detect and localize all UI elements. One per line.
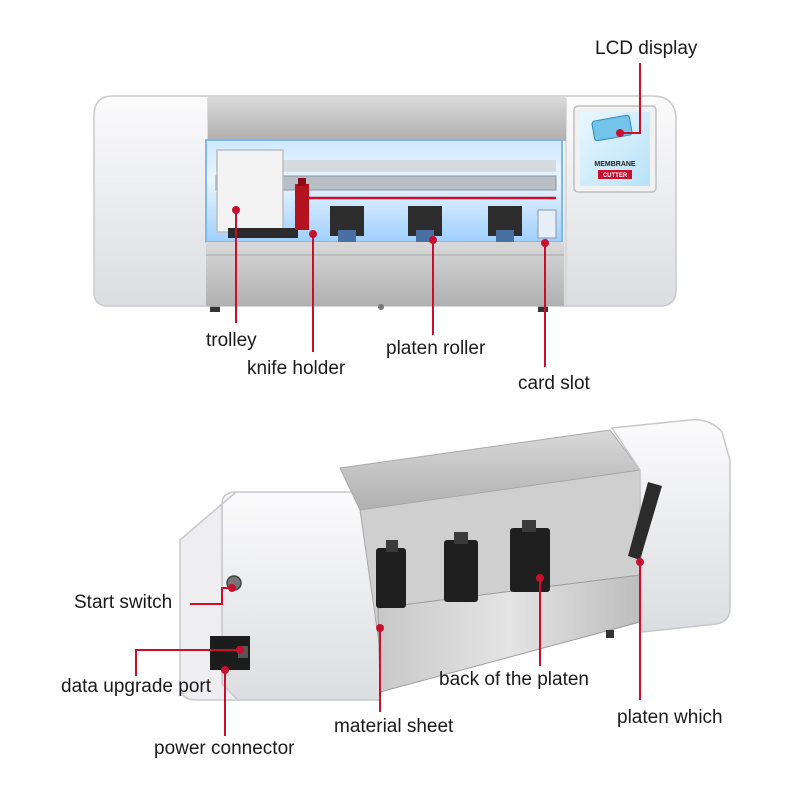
label-card-slot: card slot xyxy=(518,373,590,394)
callout-lcd xyxy=(620,63,641,134)
label-lcd-display: LCD display xyxy=(595,38,698,59)
trolley-block xyxy=(216,149,284,233)
top-cover xyxy=(208,97,566,141)
label-platen-which: platen which xyxy=(617,707,723,728)
foot xyxy=(606,630,614,638)
label-start-switch: Start switch xyxy=(74,592,173,613)
card-slot-opening xyxy=(537,209,557,239)
lcd-brand-line2: CUTTER xyxy=(603,173,628,179)
rear-pinch-roller xyxy=(444,532,478,602)
rear-callouts xyxy=(135,558,644,736)
callout-data-port xyxy=(135,649,240,676)
label-trolley: trolley xyxy=(206,330,257,351)
label-data-upgrade-port: data upgrade port xyxy=(61,676,212,697)
rear-pinch-roller xyxy=(510,520,550,592)
pinch-roller xyxy=(488,206,522,242)
front-callouts xyxy=(232,63,641,367)
label-material-sheet: material sheet xyxy=(334,716,454,737)
rear-view-machine xyxy=(179,419,731,701)
front-view-machine: MEMBRANE CUTTER xyxy=(93,95,677,312)
left-end-face xyxy=(179,491,240,701)
rear-pinch-roller xyxy=(376,540,406,608)
callout-start-switch xyxy=(190,587,232,605)
right-end-cap xyxy=(610,419,731,633)
label-knife-holder: knife holder xyxy=(247,358,346,379)
trolley-base xyxy=(228,228,298,238)
rail xyxy=(216,160,556,172)
label-back-of-platen: back of the platen xyxy=(439,669,589,690)
knife-holder-cap xyxy=(298,178,306,186)
lever xyxy=(628,482,662,560)
label-platen-roller: platen roller xyxy=(386,338,486,359)
knife-holder-body xyxy=(295,184,309,230)
lcd-brand-line1: MEMBRANE xyxy=(594,161,636,168)
screw xyxy=(378,304,384,310)
front-plate xyxy=(206,242,564,306)
lcd-brand-badge xyxy=(598,170,632,179)
label-power-connector: power connector xyxy=(154,738,295,759)
pinch-roller xyxy=(330,206,364,242)
pinch-roller xyxy=(408,206,442,242)
